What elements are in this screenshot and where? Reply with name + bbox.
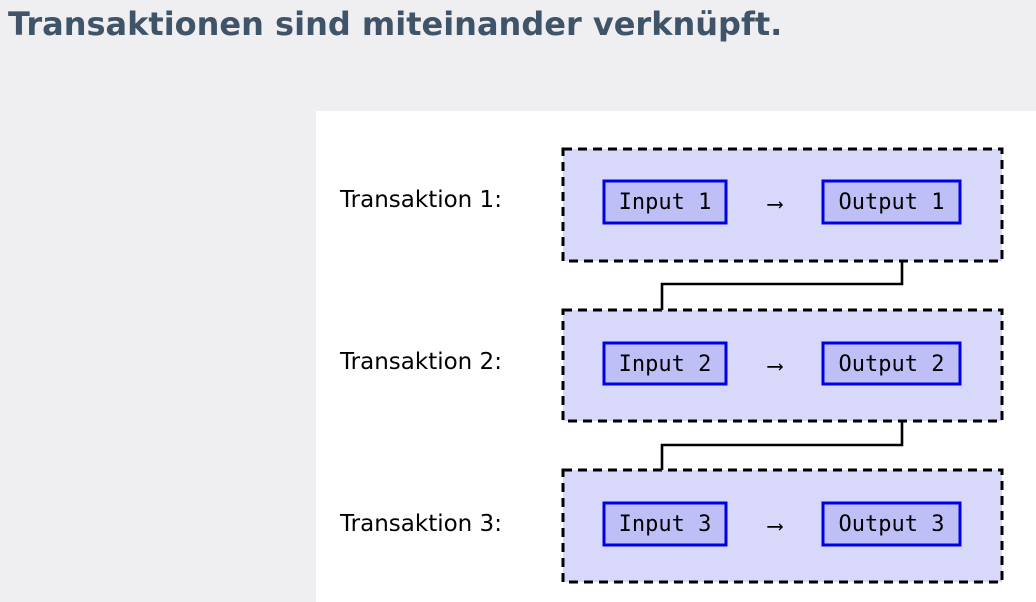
input-box	[602, 179, 728, 225]
input-label: Input 1	[619, 190, 712, 215]
transaction-row-3: Transaktion 3: Input 3 ⟶ Output 3	[339, 468, 1004, 584]
arrow-icon: ⟶	[766, 192, 783, 217]
output-box	[821, 501, 962, 547]
transaction-label: Transaktion 1:	[339, 187, 502, 213]
slide-title: Transaktionen sind miteinander verknüpft…	[8, 5, 783, 43]
output-box	[821, 341, 962, 386]
output-label: Output 1	[839, 190, 945, 215]
transaction-label: Transaktion 2:	[339, 349, 502, 375]
output-label: Output 2	[839, 352, 945, 377]
transaction-chain-diagram: Transaktion 1: Input 1 ⟶ Output 1 Transa…	[339, 147, 1004, 584]
input-box	[602, 341, 728, 386]
transaction-row-1: Transaktion 1: Input 1 ⟶ Output 1	[339, 147, 1004, 263]
arrow-icon: ⟶	[766, 354, 783, 379]
output-label: Output 3	[839, 512, 945, 537]
input-label: Input 3	[619, 512, 712, 537]
output-box	[821, 179, 962, 225]
input-box	[602, 501, 728, 547]
transaction-label: Transaktion 3:	[339, 511, 502, 537]
transaction-row-2: Transaktion 2: Input 2 ⟶ Output 2	[339, 308, 1004, 423]
input-label: Input 2	[619, 352, 712, 377]
arrow-icon: ⟶	[766, 514, 783, 539]
diagram-panel: Transaktion 1: Input 1 ⟶ Output 1 Transa…	[316, 111, 1036, 602]
